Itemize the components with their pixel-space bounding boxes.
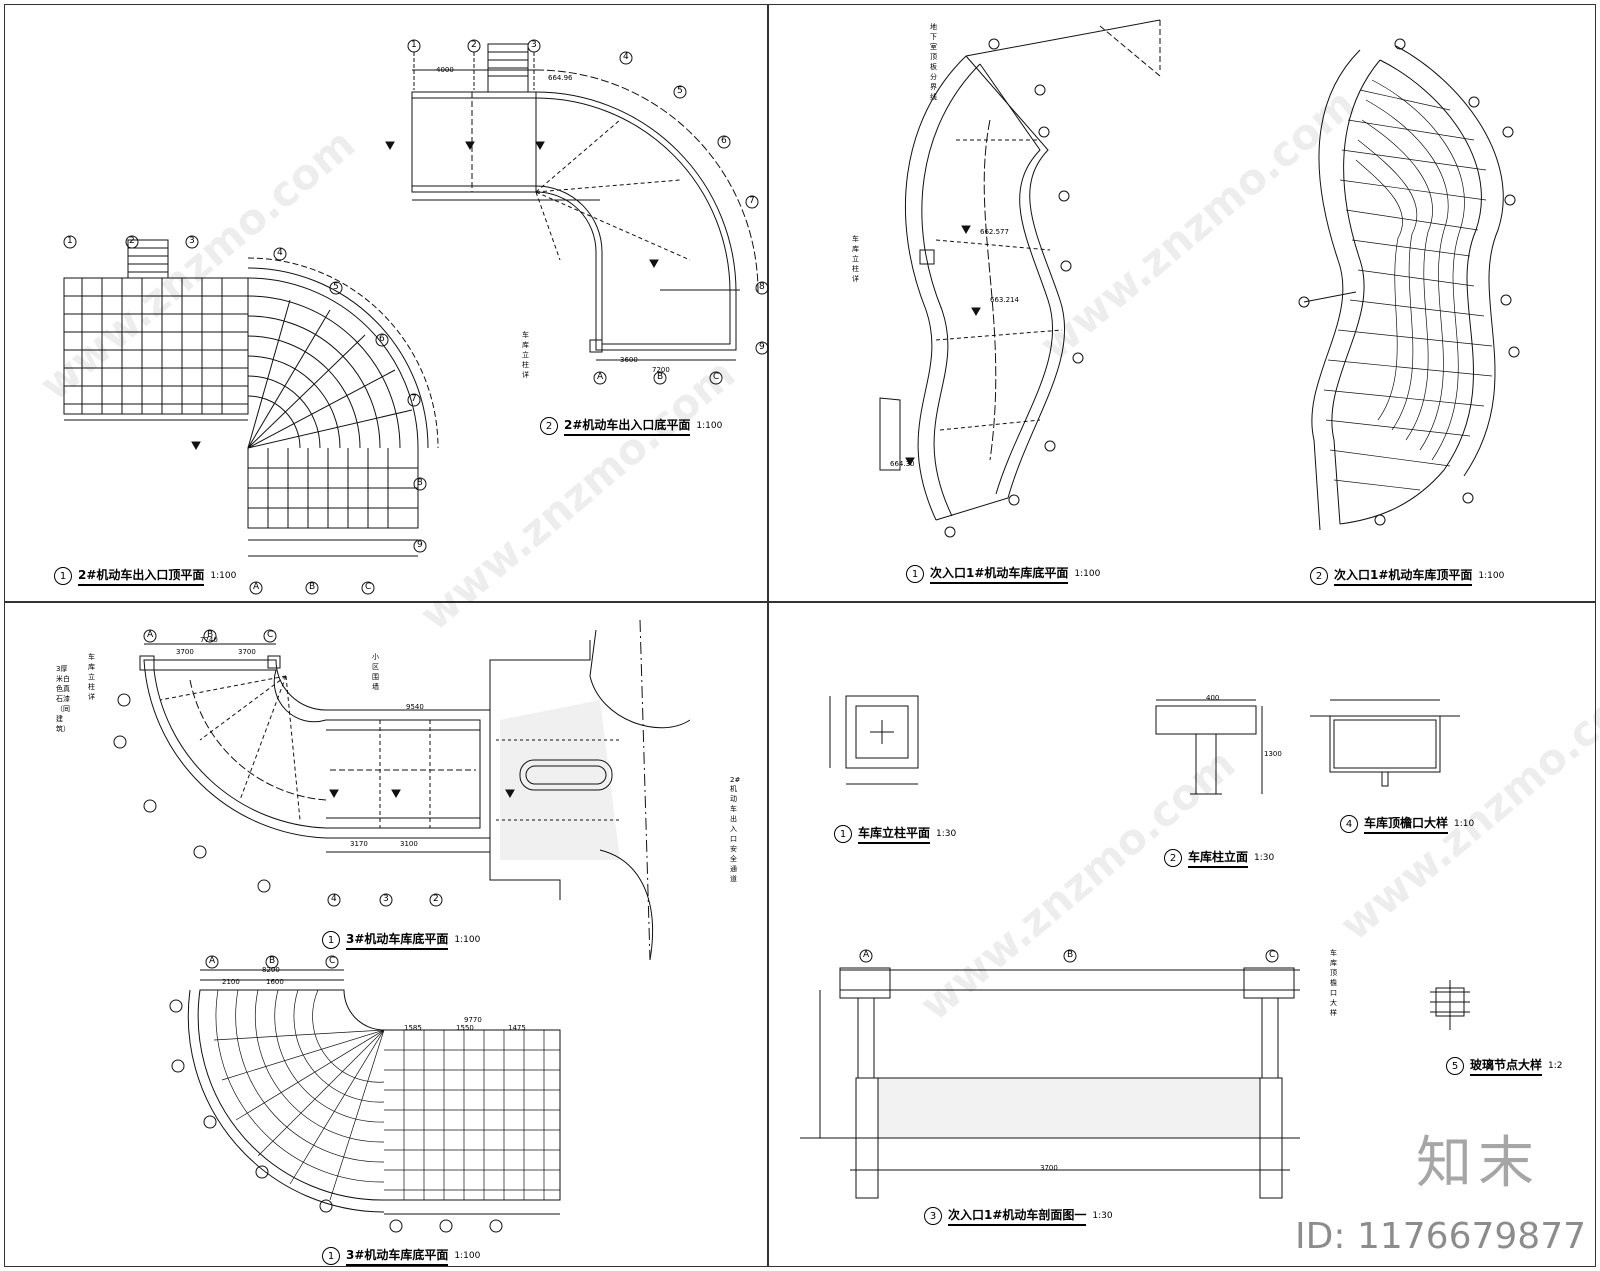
- dim-1550: 1550: [456, 1024, 474, 1032]
- grid-label-4: 4: [623, 52, 629, 62]
- grid-label-Ac: A: [147, 630, 154, 640]
- grid-label-Ce: C: [1269, 950, 1276, 960]
- dim-2100: 2100: [222, 978, 240, 986]
- grid-label-2b: 2: [129, 236, 135, 246]
- grid-label-4b: 4: [277, 248, 283, 258]
- dim-1585: 1585: [404, 1024, 422, 1032]
- grid-label-5b: 5: [333, 282, 339, 292]
- grid-label-Cc: C: [267, 630, 274, 640]
- dim-8200: 8200: [262, 966, 280, 974]
- title-tr-top-plan: 2 次入口1#机动车库顶平面 1:100: [1310, 566, 1504, 586]
- dim-1600: 1600: [266, 978, 284, 986]
- title-br-glass-node: 5 玻璃节点大样 1:2: [1446, 1056, 1563, 1076]
- level-662-577: 662.577: [980, 228, 1009, 236]
- grid-label-2c: 2: [433, 894, 439, 904]
- grid-label-Bd: B: [269, 956, 276, 966]
- note-eave: 车库顶檐口大样: [1330, 949, 1337, 1017]
- panel-top-left: [4, 4, 768, 602]
- title-tl-top-plan: 1 2#机动车出入口顶平面 1:100: [54, 566, 236, 586]
- title-br-column-elevation: 2 车库柱立面 1:30: [1164, 848, 1274, 868]
- brand-logo: 知末: [1416, 1131, 1540, 1196]
- note-column-detail: 车库立柱详: [88, 653, 95, 701]
- grid-label-Bc: B: [207, 630, 214, 640]
- note-paint: 3厚米白色真石漆（同建筑）: [56, 665, 70, 733]
- title-tl-bottom-plan: 2 2#机动车出入口底平面 1:100: [540, 416, 722, 436]
- panel-bottom-left: [4, 602, 768, 1267]
- grid-label-1: 1: [411, 40, 417, 50]
- note-column-detail-2: 车库立柱详: [852, 235, 859, 283]
- dim-3170: 3170: [350, 840, 368, 848]
- dim-1475: 1475: [508, 1024, 526, 1032]
- dim-3600: 3600: [620, 356, 638, 364]
- grid-label-3c: 3: [383, 894, 389, 904]
- grid-label-Cb: C: [365, 582, 372, 592]
- level-663-214: 663.214: [990, 296, 1019, 304]
- grid-label-3: 3: [531, 40, 537, 50]
- note-wall: 小区围墙: [372, 653, 379, 691]
- grid-label-Ad: A: [209, 956, 216, 966]
- title-bl-bottom-plan-a: 1 3#机动车库底平面 1:100: [322, 930, 480, 950]
- grid-label-5: 5: [677, 86, 683, 96]
- note-safety-exit: 2#机动车出入口安全通道: [730, 776, 741, 883]
- grid-label-Ae: A: [863, 950, 870, 960]
- grid-label-1b: 1: [67, 236, 73, 246]
- dim-9770: 9770: [464, 1016, 482, 1024]
- tr-top-plan: [1298, 38, 1520, 531]
- title-tr-bottom-plan: 1 次入口1#机动车库底平面 1:100: [906, 564, 1100, 584]
- dim-4000: 4000: [436, 66, 454, 74]
- level-664-30: 664.30: [890, 460, 915, 468]
- title-bl-bottom-plan-b: 1 3#机动车库底平面 1:100: [322, 1246, 480, 1266]
- dim-3700-sec: 3700: [1040, 1164, 1058, 1172]
- grid-label-A: A: [597, 372, 604, 382]
- grid-label-8b: 8: [417, 478, 423, 488]
- grid-label-7b: 7: [411, 394, 417, 404]
- dim-7200: 7200: [652, 366, 670, 374]
- grid-label-4c: 4: [331, 894, 337, 904]
- grid-label-Cd: C: [329, 956, 336, 966]
- grid-label-9: 9: [759, 342, 765, 352]
- grid-label-6: 6: [721, 136, 727, 146]
- grid-label-Ab: A: [253, 582, 260, 592]
- title-br-section: 3 次入口1#机动车剖面图一 1:30: [924, 1206, 1113, 1226]
- grid-label-3b: 3: [189, 236, 195, 246]
- bl-top-plan: [169, 955, 561, 1233]
- tl-bottom-plan: [385, 39, 769, 385]
- asset-id: ID: 1176679877: [1295, 1216, 1586, 1257]
- grid-label-6b: 6: [379, 334, 385, 344]
- grid-label-8: 8: [759, 282, 765, 292]
- tr-bottom-plan: [879, 19, 1161, 538]
- dim-400: 400: [1206, 694, 1220, 702]
- dim-3700-a: 3700: [176, 648, 194, 656]
- grid-label-2: 2: [471, 40, 477, 50]
- dim-3100: 3100: [400, 840, 418, 848]
- grid-label-Be: B: [1067, 950, 1074, 960]
- grid-label-B: B: [657, 372, 664, 382]
- title-br-column-plan: 1 车库立柱平面 1:30: [834, 824, 956, 844]
- note-boundary: 地下室顶板分界线: [930, 23, 937, 101]
- br-details: [800, 695, 1470, 1199]
- dim-7740: 7740: [200, 636, 218, 644]
- dim-9540-a: 9540: [406, 703, 424, 711]
- note-column-detail-3: 车库立柱详: [522, 331, 529, 379]
- bl-bottom-plan: [113, 619, 691, 961]
- panel-top-right: [768, 4, 1596, 602]
- grid-label-Bb: B: [309, 582, 316, 592]
- tl-top-plan: [63, 235, 439, 595]
- grid-label-7: 7: [749, 196, 755, 206]
- panel-bottom-right: [768, 602, 1596, 1267]
- title-br-eave-detail: 4 车库顶檐口大样 1:10: [1340, 814, 1474, 834]
- grid-label-9b: 9: [417, 540, 423, 550]
- dim-3700-b: 3700: [238, 648, 256, 656]
- grid-label-C: C: [713, 372, 720, 382]
- level-664-96: 664.96: [548, 74, 573, 82]
- dim-1300: 1300: [1264, 750, 1282, 758]
